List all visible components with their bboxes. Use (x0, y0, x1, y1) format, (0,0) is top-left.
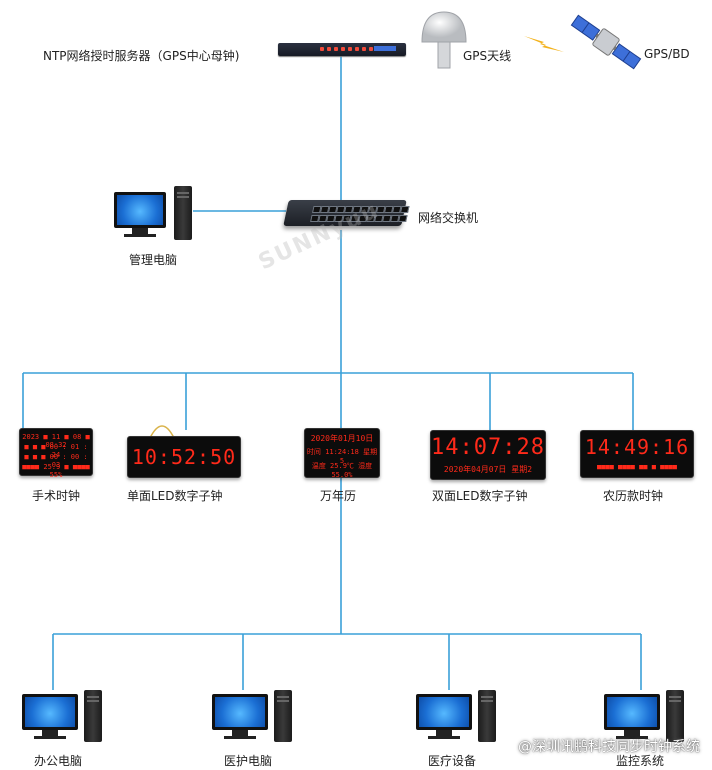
source-watermark: @深圳讯鹏科技同步时钟系统 (518, 739, 700, 755)
surgical-clock-label: 手术时钟 (32, 489, 81, 503)
gps-antenna-label: GPS天线 (463, 49, 512, 63)
ntp-server-label: NTP网络授时服务器（GPS中心母钟) (43, 49, 240, 63)
gps-antenna-icon (421, 11, 467, 69)
surgical-clock-device: 2023 ■ 11 ■ 08 ■ 08:32 ■ ■ ■ 00 : 01 : 2… (19, 428, 93, 479)
double-led-clock-device: 14:07:28 2020年04月07日 星期2 (430, 430, 546, 480)
medical-equipment-label: 医疗设备 (428, 754, 477, 768)
calendar-clock-device: 2020年01月10日 时间 11:24:18 星期5 温度 25.9℃ 湿度 … (304, 428, 380, 479)
switch-label: 网络交换机 (418, 211, 479, 225)
hanging-wire-icon (149, 425, 175, 439)
double-led-clock-label: 双面LED数字子钟 (432, 489, 528, 503)
admin-pc-label: 管理电脑 (129, 253, 178, 267)
satellite-label: GPS/BD (644, 47, 690, 61)
calendar-clock-label: 万年历 (320, 489, 357, 503)
office-pc-label: 办公电脑 (34, 754, 83, 768)
desktop-computer-icon (114, 186, 196, 244)
lunar-clock-device: 14:49:16 ■■■■ ■■■■ ■■ ■ ■■■■ (580, 430, 694, 478)
desktop-computer-icon (22, 690, 104, 746)
nurse-pc-label: 医护电脑 (224, 754, 273, 768)
ntp-server-device (278, 43, 406, 56)
satellite-icon (570, 14, 642, 70)
desktop-computer-icon (212, 690, 294, 746)
single-led-clock-label: 单面LED数字子钟 (127, 489, 223, 503)
single-led-clock-device: 10:52:50 (127, 436, 241, 478)
lightning-signal-icon (524, 36, 564, 52)
desktop-computer-icon (416, 690, 498, 746)
desktop-computer-icon (604, 690, 686, 746)
monitoring-system-label: 监控系统 (616, 754, 665, 768)
lunar-clock-label: 农历款时钟 (603, 489, 664, 503)
